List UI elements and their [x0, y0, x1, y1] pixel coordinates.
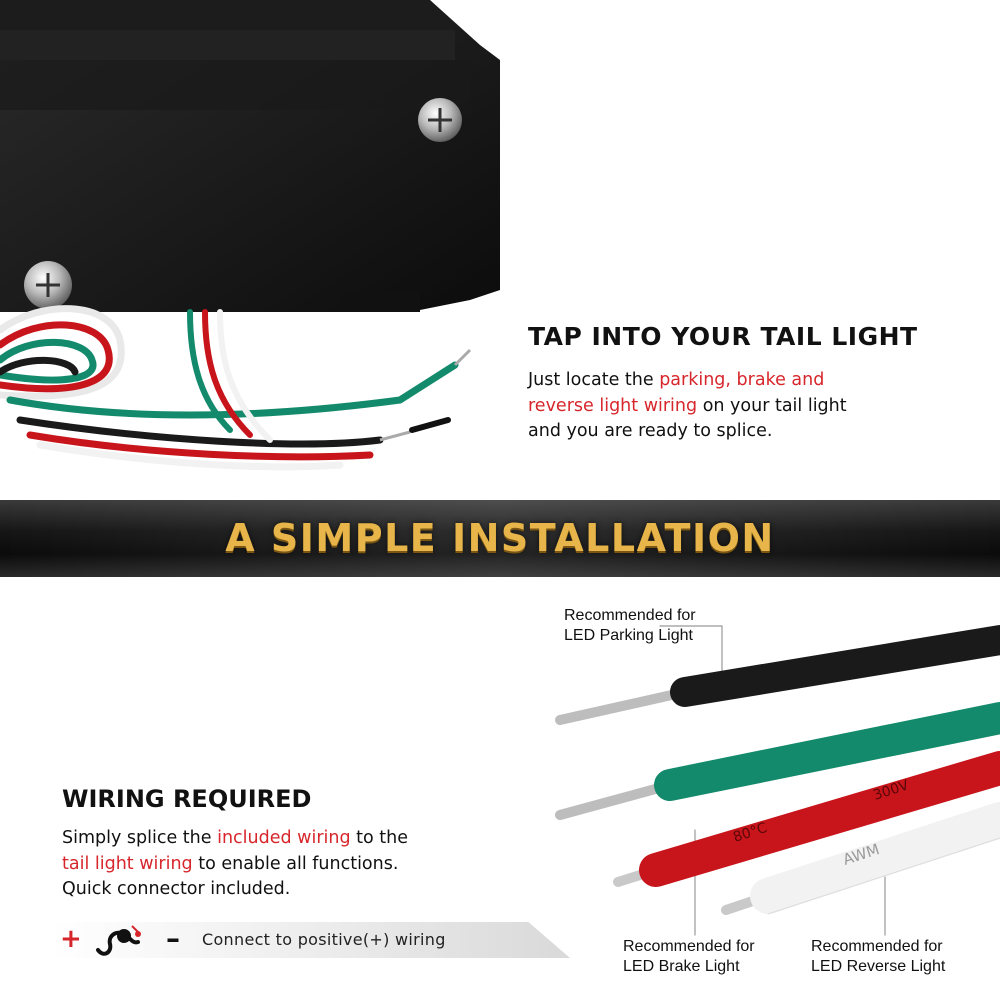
reverse-light-label: Recommended for LED Reverse Light — [811, 937, 945, 977]
wiring-text-4: Quick connector included. — [62, 879, 291, 899]
wiring-text-1: Simply splice the — [62, 828, 218, 848]
tap-text-1: Just locate the — [528, 370, 660, 390]
wiring-highlight-2: tail light wiring — [62, 853, 193, 874]
wiring-description: Simply splice the included wiring to the… — [62, 826, 522, 903]
parking-light-label: Recommended for LED Parking Light — [564, 606, 696, 646]
green-wire — [654, 702, 1000, 801]
connector-icon — [96, 925, 141, 956]
tail-light-housing-photo — [0, 0, 500, 471]
minus-sign: – — [166, 922, 180, 955]
brake-label-line-1: Recommended for — [623, 938, 755, 955]
reverse-label-line-1: Recommended for — [811, 938, 943, 955]
brake-light-label: Recommended for LED Brake Light — [623, 937, 755, 977]
tap-text-3: and you are ready to splice. — [528, 421, 773, 441]
plus-sign: + — [60, 924, 82, 954]
installation-banner: A SIMPLE INSTALLATION — [0, 500, 1000, 577]
wiring-text-3: to enable all functions. — [192, 853, 399, 874]
white-wire — [750, 802, 1000, 914]
banner-title: A SIMPLE INSTALLATION — [225, 516, 775, 560]
black-wire-strand — [555, 687, 690, 725]
tap-description: Just locate the parking, brake and rever… — [528, 368, 968, 445]
parking-label-line-1: Recommended for — [564, 607, 696, 624]
wire-illustration: 80°C 300V AWM — [555, 625, 1000, 936]
tap-highlight-2: reverse light wiring — [528, 395, 698, 416]
tap-highlight-1: parking, brake and — [659, 370, 825, 390]
connect-instruction-bar — [50, 922, 570, 958]
parking-label-line-2: LED Parking Light — [564, 627, 693, 644]
reverse-label-line-2: LED Reverse Light — [811, 958, 946, 975]
wiring-required-title: WIRING REQUIRED — [62, 785, 312, 813]
wiring-text-2: to the — [350, 828, 409, 848]
brake-label-line-2: LED Brake Light — [623, 958, 740, 975]
connect-instruction-text: Connect to positive(+) wiring — [202, 930, 446, 949]
red-wire — [639, 751, 1000, 887]
tap-into-tail-light-title: TAP INTO YOUR TAIL LIGHT — [528, 322, 918, 351]
tap-text-2: on your tail light — [697, 395, 847, 416]
black-wire — [670, 625, 1000, 707]
parking-leader-line — [659, 625, 723, 681]
wiring-highlight-1: included wiring — [217, 828, 351, 848]
green-wire-strand — [555, 780, 675, 820]
